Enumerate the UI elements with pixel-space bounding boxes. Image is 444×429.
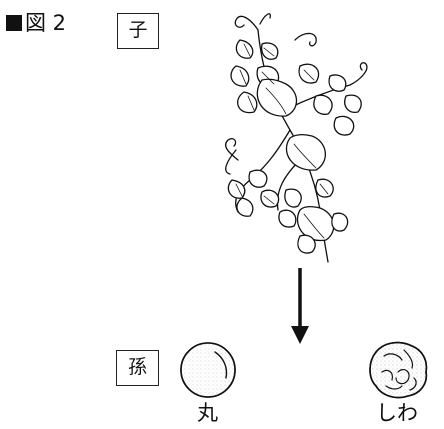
plant-leaf-veins — [235, 43, 329, 239]
figure-title-text: 図 2 — [25, 11, 67, 35]
figure-title: 図 2 — [6, 10, 66, 36]
black-square-icon — [6, 15, 22, 31]
plant-leaves — [227, 39, 362, 254]
wrinkled-pea-seed-icon — [369, 341, 428, 399]
tendril-left — [224, 138, 239, 161]
round-seed-caption: 丸 — [197, 401, 218, 425]
tendril-right — [349, 62, 368, 86]
round-pea-seed-icon — [180, 342, 236, 398]
child-generation-label: 子 — [117, 13, 159, 49]
grandchild-generation-label: 孫 — [116, 350, 159, 386]
pea-plant-illustration — [224, 13, 368, 263]
down-arrow-icon — [291, 268, 309, 344]
wrinkled-seed-caption: しわ — [376, 401, 418, 425]
tendril-top — [234, 15, 259, 31]
